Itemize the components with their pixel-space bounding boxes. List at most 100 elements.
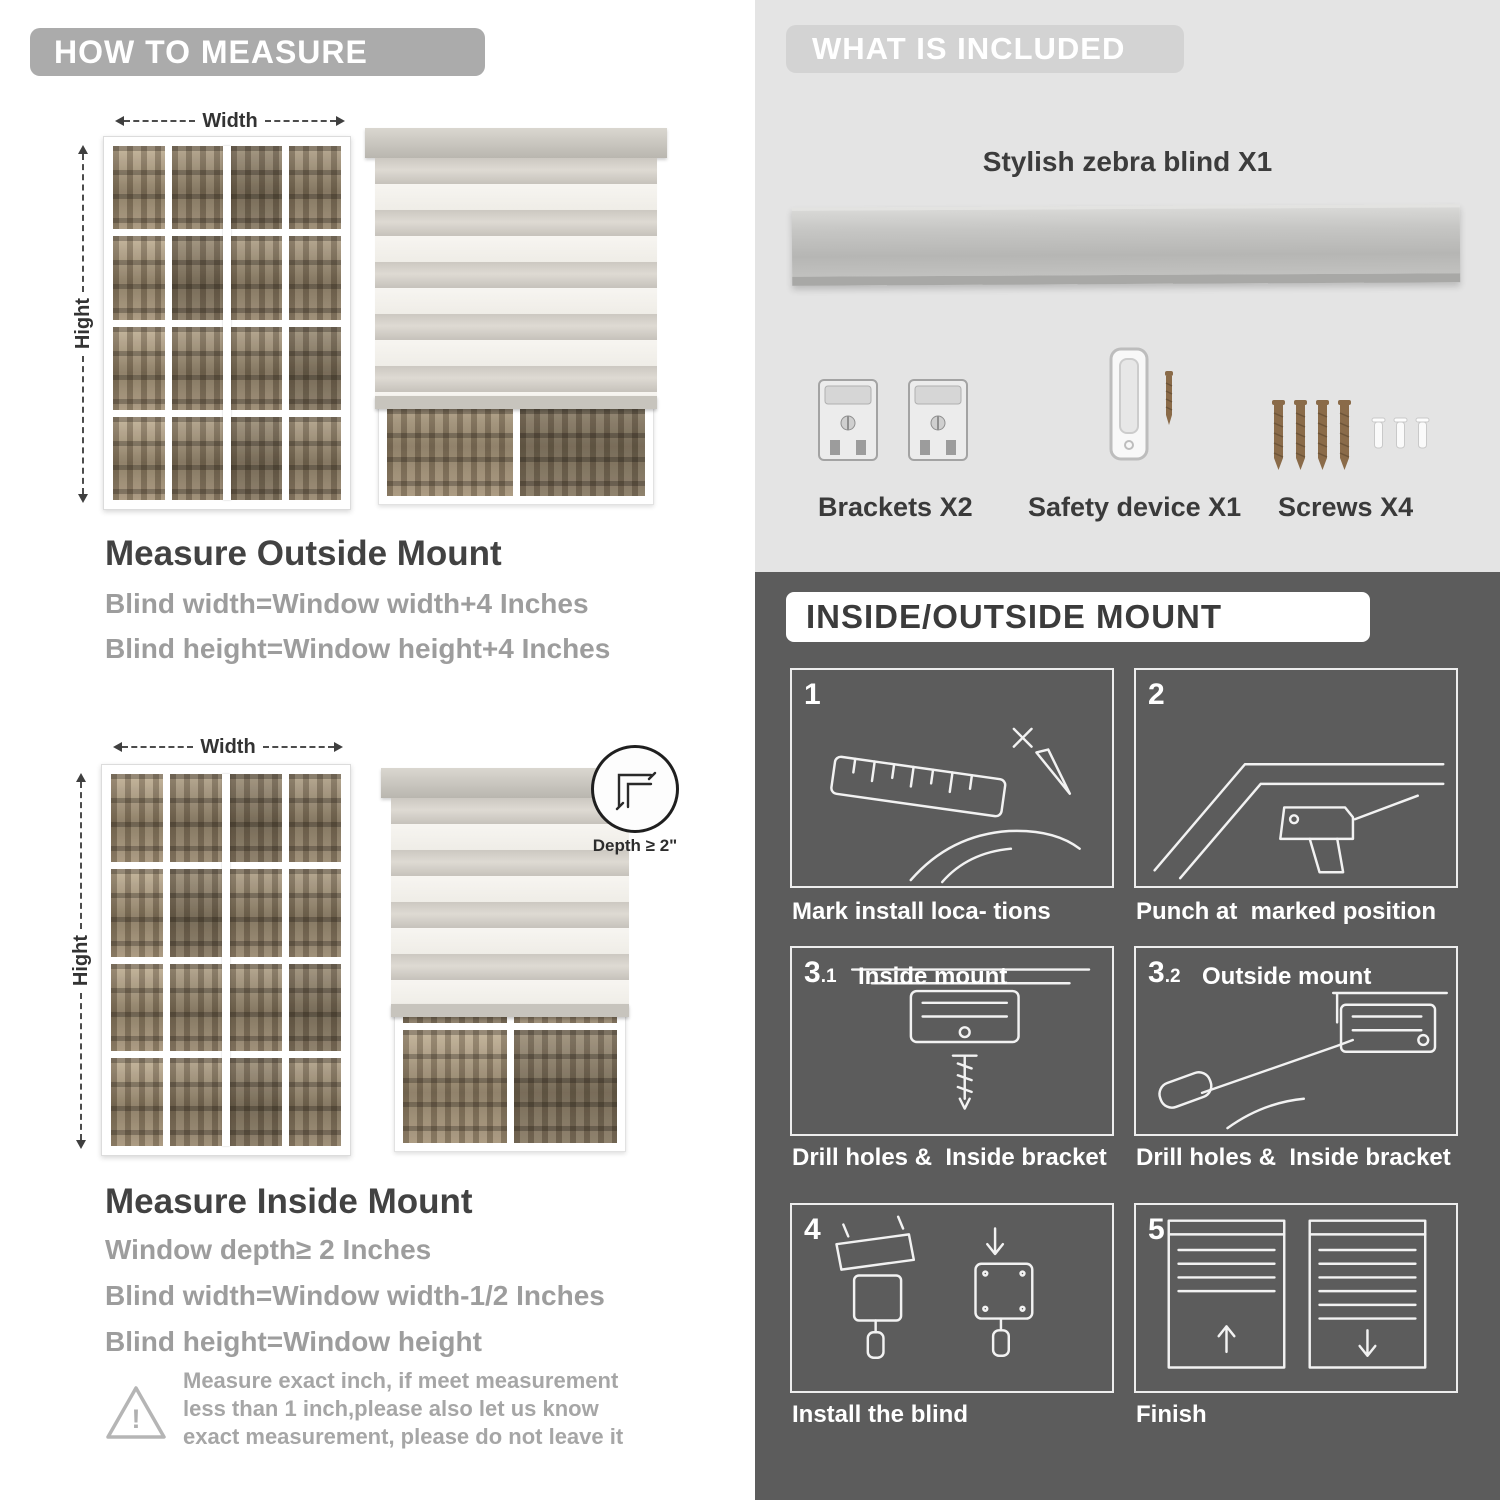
blind-stripes: [391, 798, 629, 1004]
zebra-blind-illustration-outside: [365, 128, 667, 505]
step-caption-4: Install the blind: [792, 1401, 969, 1428]
window-pane: [230, 236, 283, 320]
window-pane: [113, 416, 165, 500]
arrow-right-icon: [336, 116, 350, 126]
window-pane: [403, 1029, 507, 1143]
window-pane: [289, 326, 341, 410]
window-pane: [113, 236, 165, 320]
window-pane: [288, 1058, 341, 1146]
window-pane: [170, 774, 223, 862]
step-caption-3-2: Drill holes & Inside bracket: [1136, 1144, 1451, 1171]
window-pane: [289, 416, 341, 500]
arrow-right-icon: [334, 742, 348, 752]
window-pane: [230, 416, 283, 500]
window-pane: [289, 146, 341, 230]
window-pane: [288, 868, 341, 957]
window-pane: [171, 326, 224, 410]
screws-label: Screws X4: [1278, 492, 1414, 522]
arrow-up-icon: [76, 768, 86, 782]
window-pane: [171, 146, 224, 230]
brackets-label: Brackets X2: [818, 492, 973, 522]
arrow-down-icon: [76, 1140, 86, 1154]
window-pane: [111, 963, 164, 1052]
mark-locations-icon: [830, 727, 1081, 884]
blind-headrail: [365, 128, 667, 158]
height-label: Hight: [71, 298, 94, 350]
height-arrow-outside: Hight: [72, 140, 94, 508]
window-pane: [113, 146, 165, 230]
window-pane: [170, 1058, 223, 1146]
step-number: 4: [804, 1213, 821, 1246]
screws-icon: [1271, 399, 1430, 471]
inside-outside-mount-title: INSIDE/OUTSIDE MOUNT: [806, 598, 1223, 635]
depth-circle-icon: [591, 745, 679, 833]
window-pane: [111, 774, 164, 862]
outside-formula-width: Blind width=Window width+4 Inches: [105, 588, 589, 619]
window-panes: [113, 146, 341, 500]
zebra-blind-product-illustration: [791, 204, 1461, 286]
warning-exclamation: !: [131, 1404, 141, 1434]
width-arrow-inside: Width: [108, 736, 348, 758]
window-pane: [513, 1029, 617, 1143]
step-number: 2: [1148, 678, 1165, 711]
blind-bottom-bar: [391, 1004, 629, 1017]
window-center-post: [222, 774, 230, 1146]
brackets-icon: [818, 379, 968, 461]
depth-label: Depth ≥ 2": [592, 836, 678, 855]
window-pane: [171, 416, 224, 500]
width-label: Width: [202, 109, 258, 132]
what-is-included-banner: WHAT IS INCLUDED: [786, 25, 1184, 73]
outside-bracket-screwdriver-icon: [1158, 991, 1448, 1130]
window-pane: [288, 963, 341, 1052]
window-pane: [170, 963, 223, 1052]
window-pane: [288, 774, 341, 862]
outside-formula-height: Blind height=Window height+4 Inches: [105, 633, 611, 664]
step-caption-5: Finish: [1136, 1401, 1207, 1428]
step-caption-2: Punch at marked position: [1136, 898, 1437, 925]
arrow-down-icon: [78, 494, 88, 508]
warning-text: Measure exact inch, if meet measurement …: [183, 1368, 624, 1449]
finish-blinds-icon: [1167, 1219, 1427, 1369]
safety-device-label: Safety device X1: [1028, 492, 1242, 522]
how-to-measure-title: HOW TO MEASURE: [54, 33, 368, 70]
step-panel-3-2: 3.2 Outside mount: [1134, 946, 1458, 1136]
inside-bracket-screw-icon: [850, 968, 1091, 1110]
step-tag-inside-mount: Inside mount: [858, 963, 1008, 990]
window-pane: [229, 774, 282, 862]
window-pane: [289, 236, 341, 320]
measure-inside-title: Measure Inside Mount: [105, 1182, 473, 1221]
window-illustration-inside: [101, 764, 351, 1156]
window-pane: [229, 963, 282, 1052]
warning-triangle-icon: [106, 1386, 166, 1439]
inside-formula-depth: Window depth≥ 2 Inches: [105, 1234, 432, 1265]
height-arrow-inside: Hight: [70, 768, 92, 1154]
width-label: Width: [200, 735, 256, 758]
width-arrow-outside: Width: [110, 110, 350, 132]
window-pane: [113, 326, 165, 410]
blind-bottom-bar: [375, 396, 657, 409]
window-pane: [170, 868, 223, 957]
window-illustration-outside: [103, 136, 351, 510]
window-corner-icon: [615, 771, 657, 811]
window-pane: [111, 1058, 164, 1146]
step-number: 3.1: [804, 956, 837, 989]
step-tag-outside-mount: Outside mount: [1202, 963, 1372, 990]
step-panel-1: 1: [790, 668, 1114, 888]
what-is-included-title: WHAT IS INCLUDED: [812, 31, 1126, 66]
step-number: 5: [1148, 1213, 1165, 1246]
inside-outside-mount-banner: INSIDE/OUTSIDE MOUNT: [786, 592, 1370, 642]
included-section: [755, 0, 1500, 572]
arrow-up-icon: [78, 140, 88, 154]
step-number: 1: [804, 678, 821, 711]
arrow-left-icon: [108, 742, 122, 752]
height-label: Hight: [69, 935, 92, 987]
inside-formula-height: Blind height=Window height: [105, 1326, 482, 1357]
measure-outside-title: Measure Outside Mount: [105, 534, 502, 573]
drill-icon: [1153, 763, 1445, 880]
step-panel-5: 5: [1134, 1203, 1458, 1393]
arrow-left-icon: [110, 116, 124, 126]
window-pane: [229, 868, 282, 957]
step-number: 3.2: [1148, 956, 1181, 989]
window-pane: [230, 326, 283, 410]
